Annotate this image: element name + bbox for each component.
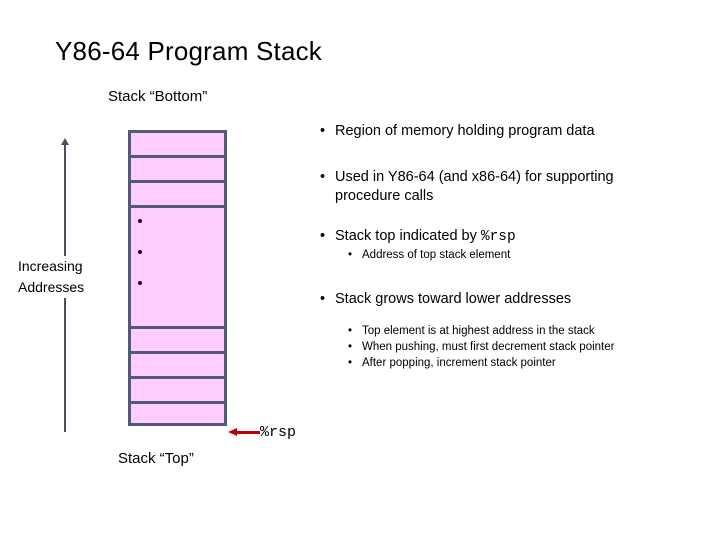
stack-cell xyxy=(128,130,227,155)
subbullet-after-popping: • After popping, increment stack pointer xyxy=(318,355,710,371)
stack-top-label: Stack “Top” xyxy=(118,450,194,467)
stack-cell xyxy=(128,180,227,205)
subbullet-when-pushing: • When pushing, must first decrement sta… xyxy=(318,339,710,355)
bullet-marker-icon: • xyxy=(320,169,326,185)
bullet-text-line2: procedure calls xyxy=(335,188,434,204)
bullet-list: • Region of memory holding program data … xyxy=(318,122,710,371)
stack-cell xyxy=(128,155,227,180)
spacer xyxy=(318,263,710,290)
bullet-marker-icon: • xyxy=(348,325,353,337)
bullet-text-line1: Used in Y86-64 (and x86-64) for supporti… xyxy=(335,169,614,185)
subbullet-text: After popping, increment stack pointer xyxy=(362,357,556,369)
spacer xyxy=(318,206,710,227)
bullet-marker-icon: • xyxy=(320,123,326,139)
stack-cell-top xyxy=(128,401,227,426)
bullet-text: Stack grows toward lower addresses xyxy=(335,291,572,307)
left-arrow-icon xyxy=(228,428,237,436)
bullet-text: Region of memory holding program data xyxy=(335,123,595,139)
stack-cell xyxy=(128,326,227,351)
bullet-marker-icon: • xyxy=(348,249,353,261)
bullet-region-of-memory: • Region of memory holding program data xyxy=(318,122,710,141)
rsp-pointer-arrow xyxy=(236,431,260,434)
bullet-text-register: %rsp xyxy=(480,229,516,245)
subbullet-text: When pushing, must first decrement stack… xyxy=(362,341,615,353)
bullet-text: Stack top indicated by xyxy=(335,228,481,244)
subbullet-address-of-top: • Address of top stack element xyxy=(318,247,710,263)
increasing-addresses-label: Increasing Addresses xyxy=(18,256,85,298)
increasing-addresses-line1: Increasing xyxy=(18,258,83,274)
stack-cell xyxy=(128,376,227,401)
increasing-addresses-line2: Addresses xyxy=(18,279,85,295)
bullet-marker-icon: • xyxy=(348,341,353,353)
stack-bottom-label: Stack “Bottom” xyxy=(108,88,208,105)
bullet-stack-top-indicated: • Stack top indicated by %rsp xyxy=(318,227,710,247)
stack-diagram xyxy=(128,130,227,426)
bullet-marker-icon: • xyxy=(348,357,353,369)
stack-cell-ellipsis xyxy=(128,205,227,326)
subbullet-text: Top element is at highest address in the… xyxy=(362,325,595,337)
spacer xyxy=(318,309,710,323)
subbullet-text: Address of top stack element xyxy=(362,249,511,261)
spacer xyxy=(318,141,710,168)
bullet-used-in-y86: • Used in Y86-64 (and x86-64) for suppor… xyxy=(318,168,710,206)
ellipsis-dot-icon xyxy=(138,250,142,254)
rsp-pointer-label: %rsp xyxy=(260,424,297,441)
ellipsis-dot-icon xyxy=(138,219,142,223)
bullet-marker-icon: • xyxy=(320,291,326,307)
ellipsis-dot-icon xyxy=(138,281,142,285)
bullet-stack-grows-lower: • Stack grows toward lower addresses xyxy=(318,290,710,309)
page-title: Y86-64 Program Stack xyxy=(55,36,323,66)
bullet-marker-icon: • xyxy=(320,228,326,244)
stack-cell xyxy=(128,351,227,376)
subbullet-top-element-highest: • Top element is at highest address in t… xyxy=(318,323,710,339)
